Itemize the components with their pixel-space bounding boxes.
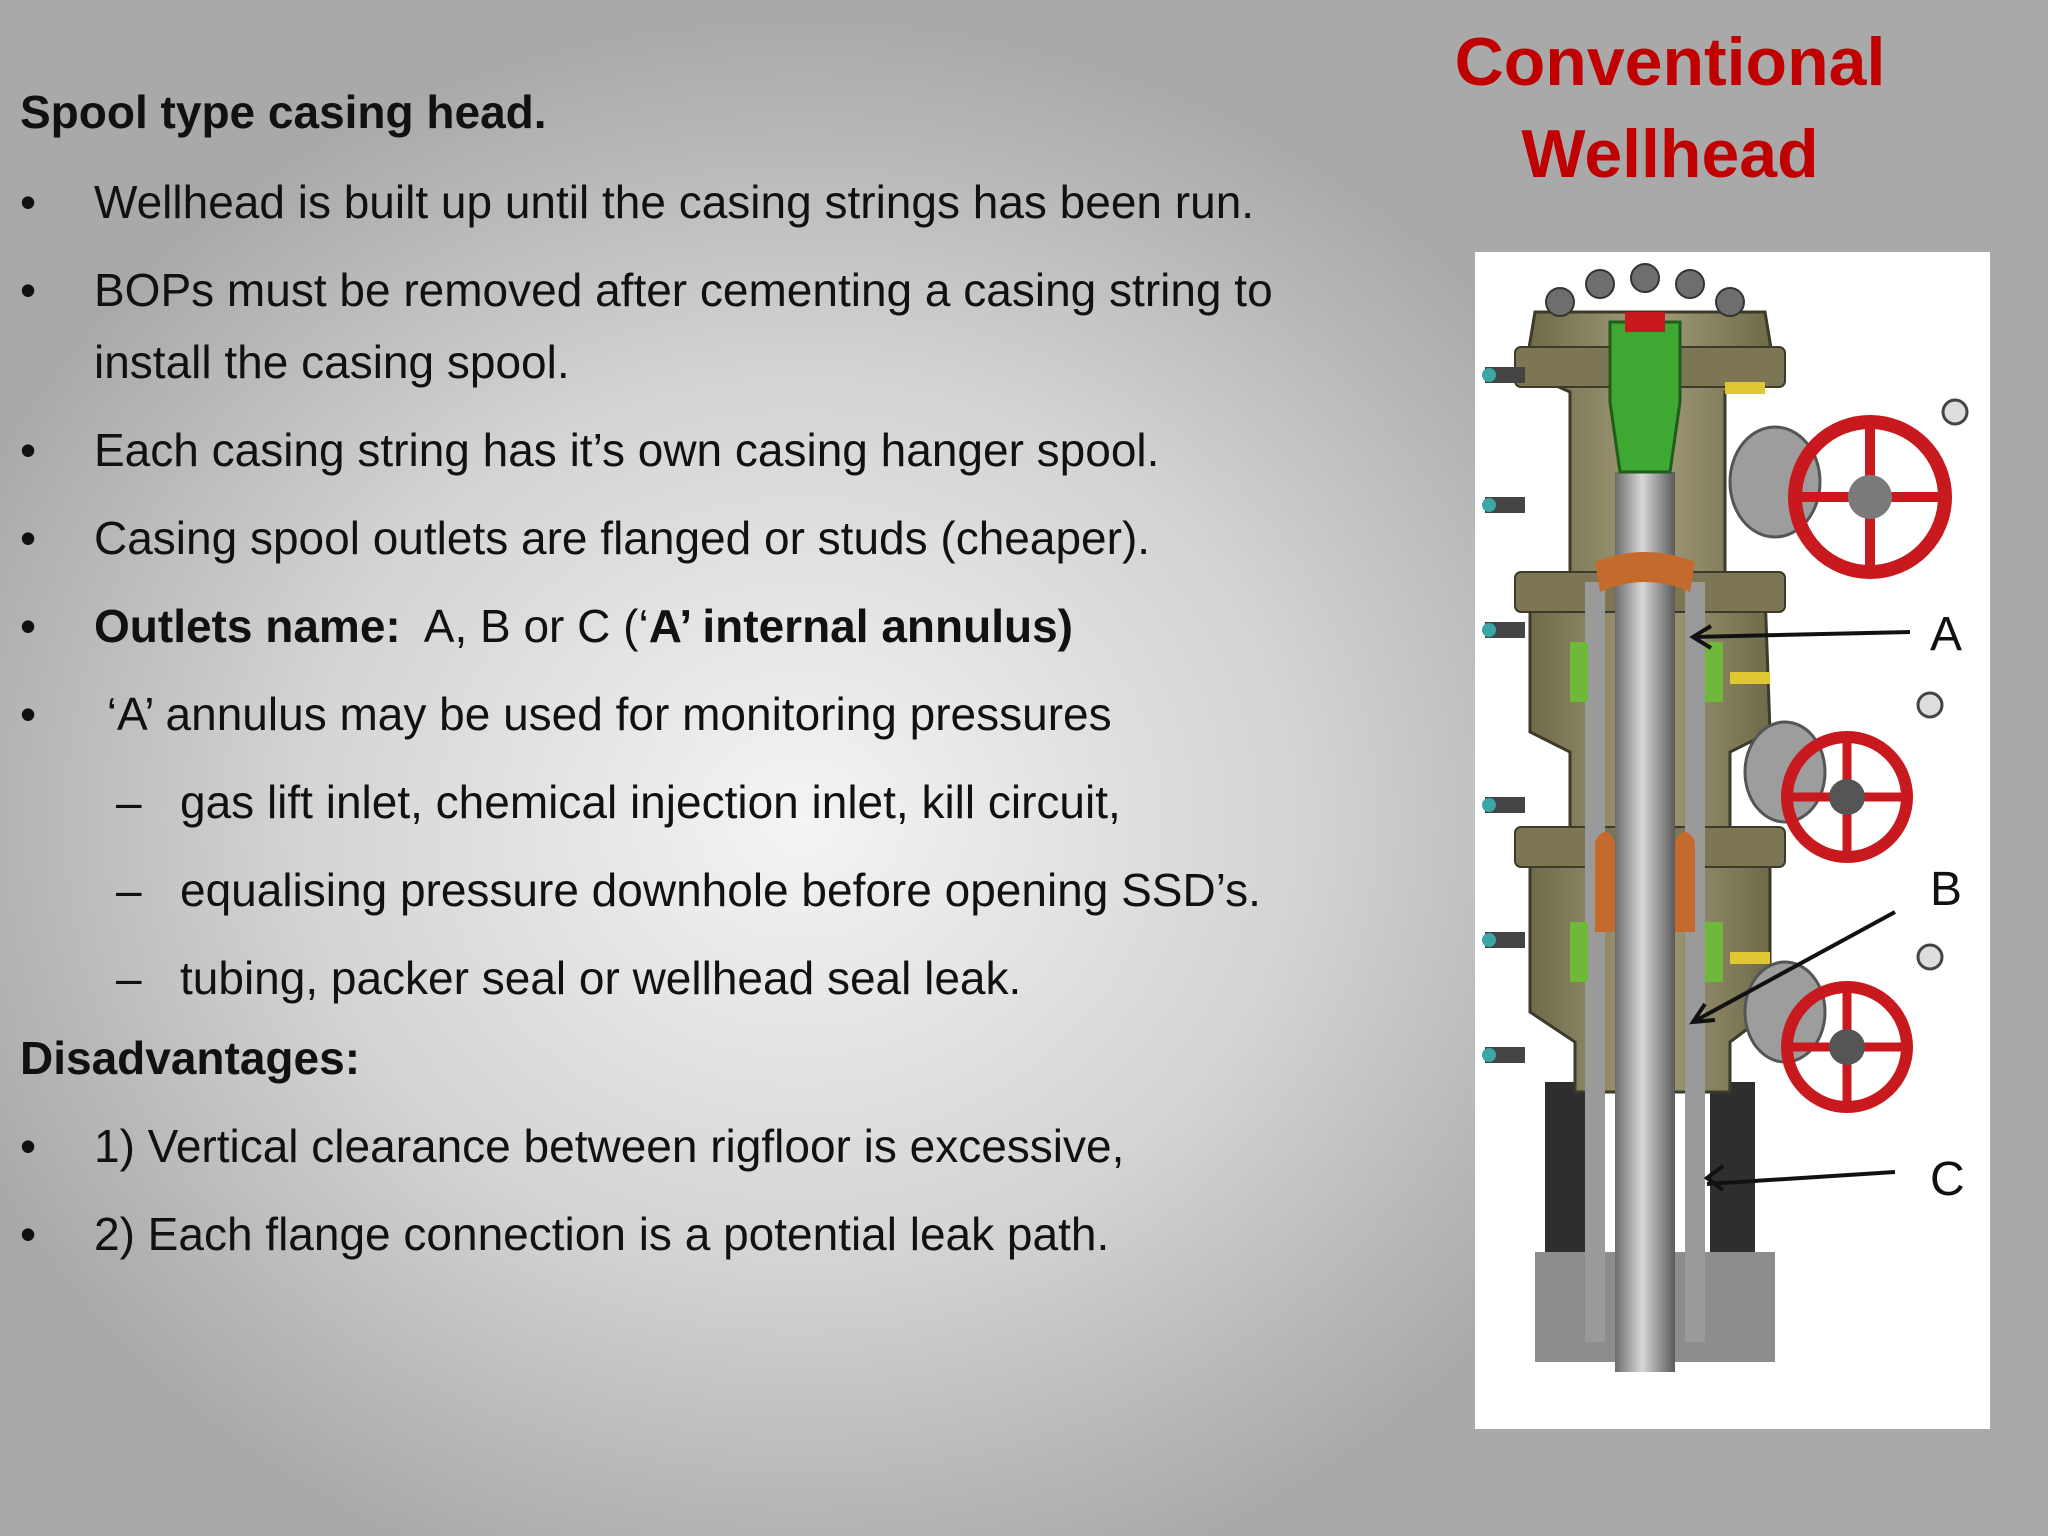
bullet-text: Wellhead is built up until the casing st… xyxy=(94,176,1255,228)
disadvantages-heading: Disadvantages: xyxy=(20,1032,361,1084)
bullet-icon: • xyxy=(20,424,37,476)
inner-casing-right xyxy=(1685,582,1705,1342)
callout-arrows xyxy=(1689,624,1911,1192)
side-port-right-upper xyxy=(1705,642,1723,702)
base-leg-left xyxy=(1545,1082,1590,1272)
bullet-item: • Wellhead is built up until the casing … xyxy=(20,166,1420,238)
annulus-label-b: B xyxy=(1930,863,1963,916)
bullet-icon: • xyxy=(20,1208,37,1260)
annulus-label-c: C xyxy=(1930,1153,1965,1206)
title-line-2: Wellhead xyxy=(1521,116,1819,192)
hanger-cap xyxy=(1625,312,1665,332)
bullet-text: Each casing string has it’s own casing h… xyxy=(94,424,1160,476)
right-yellow-fittings xyxy=(1725,382,1770,964)
casing-hanger-seal-lower-right xyxy=(1675,832,1695,932)
bullet-text-continued: install the casing spool. xyxy=(94,336,570,388)
bullet-text: Casing spool outlets are flanged or stud… xyxy=(94,512,1151,564)
base-leg-right xyxy=(1710,1082,1755,1272)
bullet-icon: • xyxy=(20,264,37,316)
sub-bullet-text: equalising pressure downhole before open… xyxy=(180,864,1261,916)
wellhead-drawing xyxy=(1482,263,1969,1372)
bullet-icon: • xyxy=(20,176,37,228)
left-fittings xyxy=(1485,367,1525,1063)
title-line-1: Conventional xyxy=(1454,24,1886,100)
slide-content: Spool type casing head. • Wellhead is bu… xyxy=(20,78,1420,1286)
inner-casing-left xyxy=(1585,582,1605,1342)
left-fitting-caps xyxy=(1482,368,1496,1062)
outlets-name-label: Outlets name: xyxy=(94,600,401,652)
dash-icon: – xyxy=(116,864,142,916)
dash-icon: – xyxy=(116,952,142,1004)
bullet-icon: • xyxy=(20,512,37,564)
side-port-right-lower xyxy=(1705,922,1723,982)
bullet-item: • Casing spool outlets are flanged or st… xyxy=(20,502,1420,574)
side-port-left-lower xyxy=(1570,922,1588,982)
annulus-label-a: A xyxy=(1930,608,1963,661)
bullet-icon: • xyxy=(20,1120,37,1172)
bullet-text: 1) Vertical clearance between rigfloor i… xyxy=(94,1120,1125,1172)
slide-title: Conventional Wellhead xyxy=(1420,16,1920,200)
casing-hanger-seal-upper xyxy=(1595,552,1695,592)
bullet-icon: • xyxy=(20,600,37,652)
outlets-name-note: A’ internal annulus) xyxy=(648,600,1073,652)
sub-bullet-text: tubing, packer seal or wellhead seal lea… xyxy=(180,952,1022,1004)
bullet-text: BOPs must be removed after cementing a c… xyxy=(94,264,1273,316)
side-port-left-upper xyxy=(1570,642,1588,702)
middle-valve xyxy=(1743,691,1944,863)
sub-bullet-item: – tubing, packer seal or wellhead seal l… xyxy=(20,942,1420,1014)
wellhead-illustration: A B C xyxy=(1475,252,1990,1429)
outlets-name-values: A, B or C (‘ xyxy=(400,600,649,652)
bullet-item: • Outlets name: A, B or C (‘A’ internal … xyxy=(20,590,1420,662)
bullet-text: 2) Each flange connection is a potential… xyxy=(94,1208,1110,1260)
upper-valve xyxy=(1728,398,1969,579)
bullet-item: • BOPs must be removed after cementing a… xyxy=(20,254,1420,398)
sub-bullet-text: gas lift inlet, chemical injection inlet… xyxy=(180,776,1121,828)
bullet-icon: • xyxy=(20,688,37,740)
sub-bullet-item: – equalising pressure downhole before op… xyxy=(20,854,1420,926)
sub-bullet-item: – gas lift inlet, chemical injection inl… xyxy=(20,766,1420,838)
bullet-item: • Each casing string has it’s own casing… xyxy=(20,414,1420,486)
tubing-hanger xyxy=(1608,320,1682,474)
lower-valve xyxy=(1743,943,1944,1113)
casing-hanger-seal-lower-left xyxy=(1595,832,1615,932)
bullet-item: • 1) Vertical clearance between rigfloor… xyxy=(20,1110,1420,1182)
bullet-item: • ‘A’ annulus may be used for monitoring… xyxy=(20,678,1420,750)
dash-icon: – xyxy=(116,776,142,828)
top-bolts xyxy=(1545,263,1745,317)
section-heading: Spool type casing head. xyxy=(20,86,547,138)
central-tubing xyxy=(1615,472,1675,1372)
bullet-text: ‘A’ annulus may be used for monitoring p… xyxy=(94,688,1112,740)
bullet-item: • 2) Each flange connection is a potenti… xyxy=(20,1198,1420,1270)
